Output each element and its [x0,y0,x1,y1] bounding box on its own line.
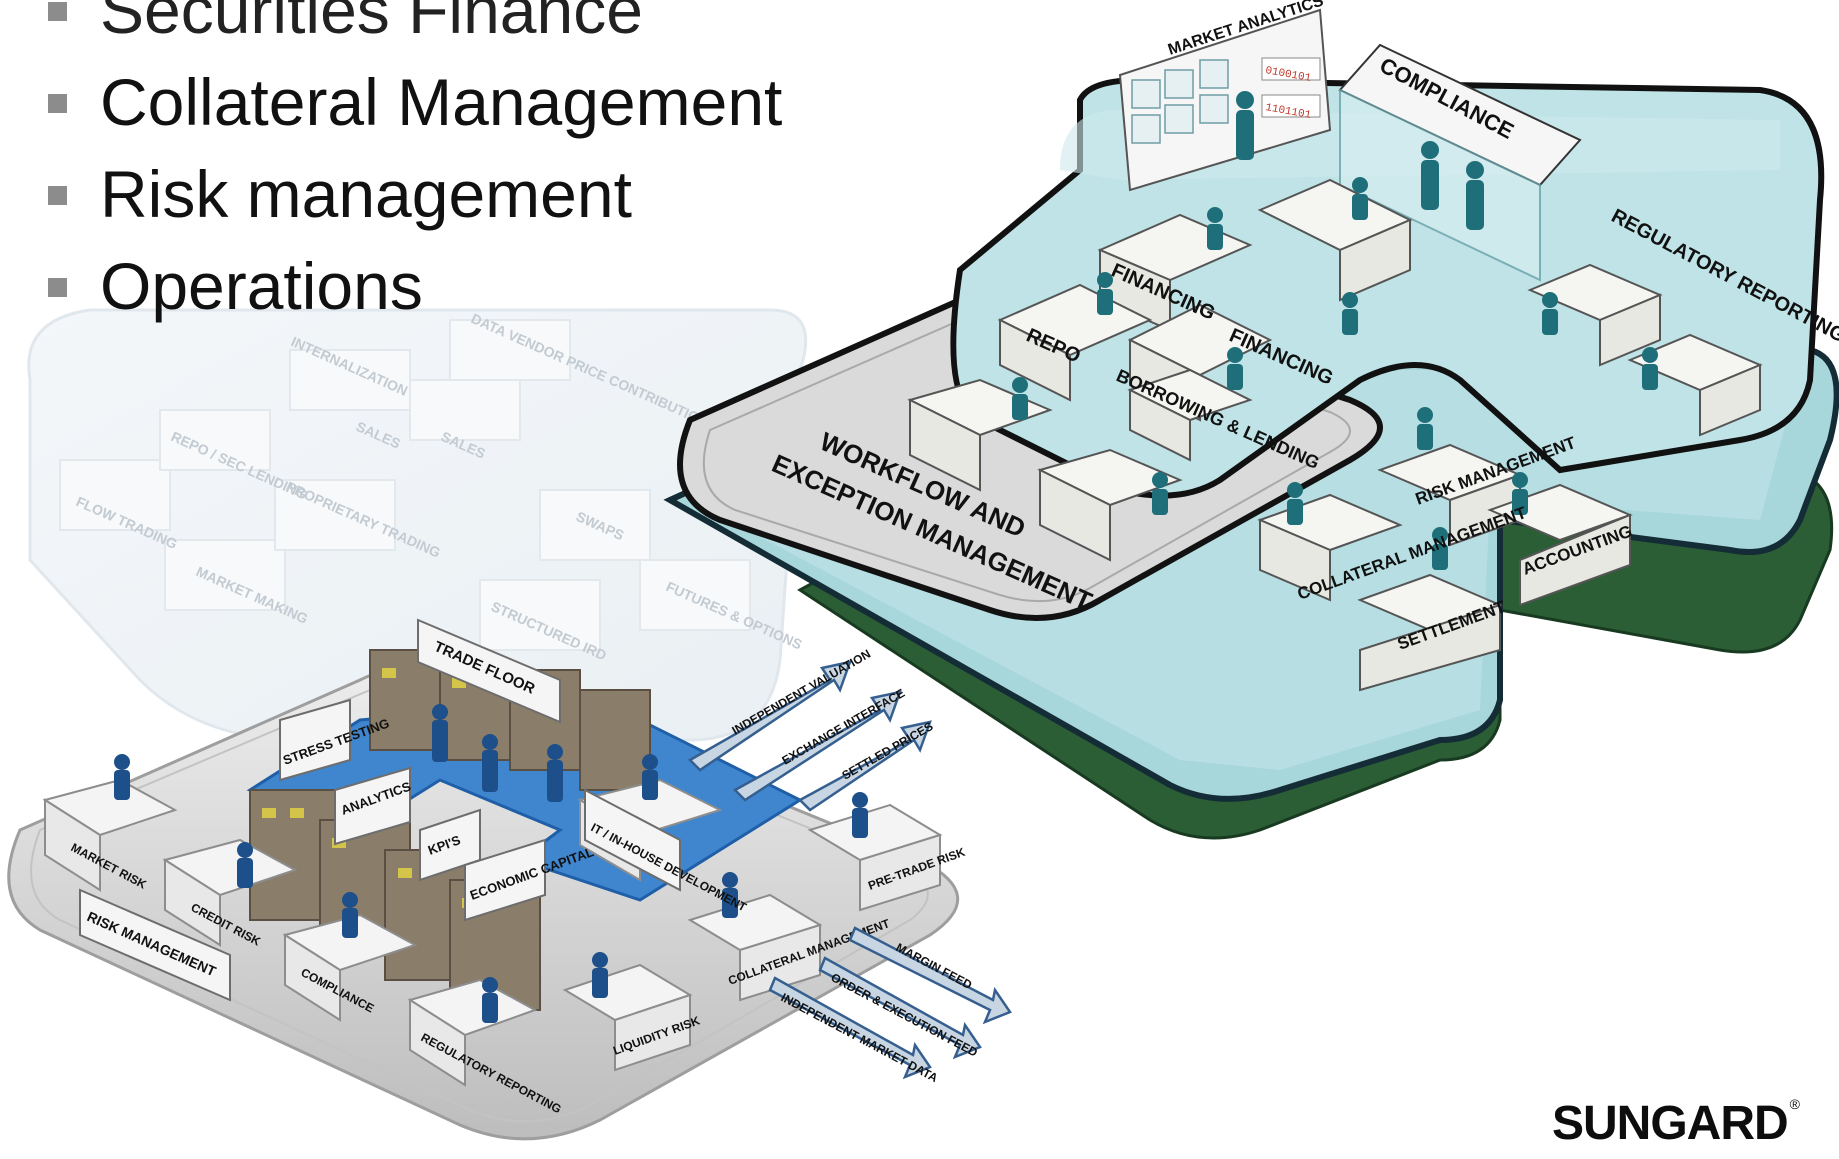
front-office-floor: DATA VENDOR PRICE CONTRIBUTIONS INTERNAL… [27,308,808,742]
bullet-text: Risk management [100,157,632,231]
independent-market-data-label: INDEPENDENT MARKET DATA [779,990,941,1085]
bullet-text: Operations [100,249,423,323]
data-feeds: INDEPENDENT VALUATION EXCHANGE INTERFACE… [687,647,1012,1085]
bullet-square-icon [48,278,67,297]
bullet-square-icon [48,2,67,21]
logo-text: SUNGARD [1552,1097,1789,1150]
bullet-square-icon [48,94,67,113]
sungard-logo: SUNGARD® [1552,1096,1800,1151]
risk-floor: TRADE FLOOR STRESS TESTING ANALYTICS KPI… [7,618,967,1141]
bullet-text: Securities Finance [100,0,643,47]
registered-mark: ® [1789,1096,1800,1112]
back-office-floor: 0100101 1101101 MARKET ANALYTICS COMPLIA… [663,0,1839,840]
bullet-square-icon [48,186,67,205]
bullet-text: Collateral Management [100,65,783,139]
